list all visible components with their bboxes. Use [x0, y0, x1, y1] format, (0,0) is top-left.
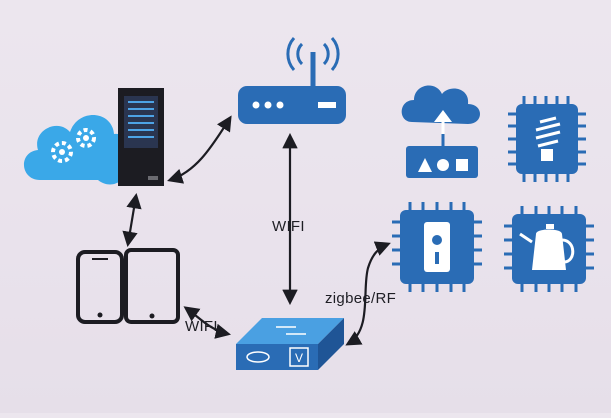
arrow-switch-lock [345, 241, 391, 346]
arrow-devices-switch [183, 306, 232, 339]
switch-letter: V [295, 351, 303, 365]
tablet-icon [124, 248, 180, 324]
kettle-chip-icon [504, 206, 594, 292]
arrow-server-router [167, 115, 232, 184]
lock-chip-icon [392, 202, 482, 292]
wifi-label-router-switch: WIFI [272, 218, 305, 235]
switch-icon [236, 318, 344, 370]
bulb-chip-icon [508, 96, 586, 182]
arrow-server-devices [122, 192, 142, 248]
connections [122, 115, 391, 346]
cloud-gear-icon [23, 114, 134, 185]
zigbee-rf-label: zigbee/RF [325, 290, 397, 307]
wifi-label-devices-switch: WIFI [185, 318, 218, 335]
server-icon [118, 88, 164, 186]
router-icon [238, 37, 346, 124]
cloud-upload-icon [401, 85, 480, 178]
phone-icon [76, 250, 124, 324]
